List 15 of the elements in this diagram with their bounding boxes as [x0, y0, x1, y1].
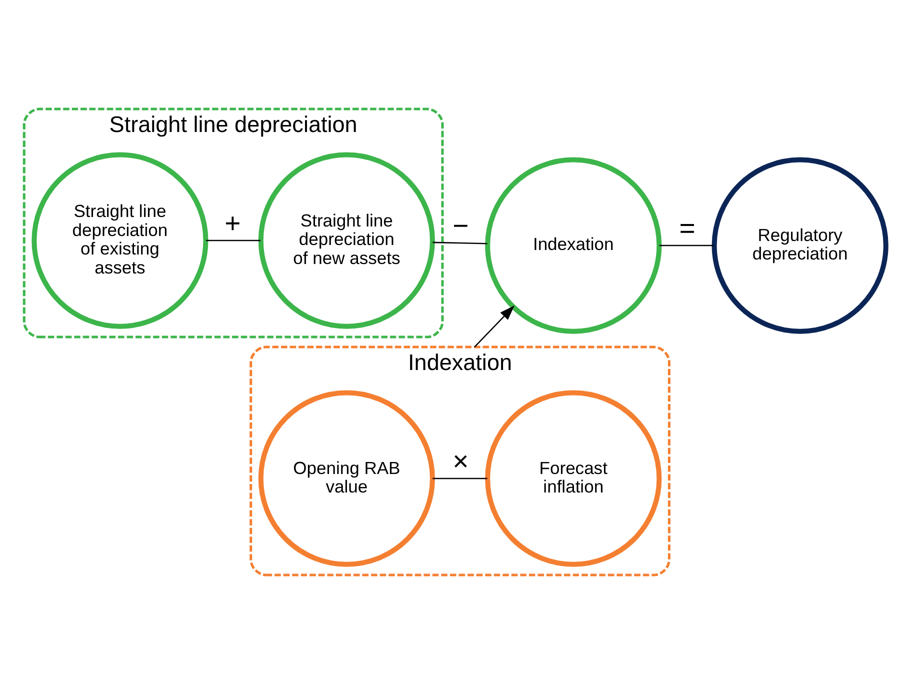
connector [658, 244, 714, 246]
edge-label: + [224, 207, 240, 238]
edge-label: = [678, 212, 695, 244]
connector [432, 241, 487, 244]
node-circle: Indexation [484, 156, 662, 334]
arrow [474, 304, 514, 347]
node-circle: Straight line depreciation of existing assets [31, 152, 208, 328]
node-circle: Straight line depreciation of new assets [258, 152, 434, 328]
node-circle: Opening RAB value [258, 390, 434, 566]
connector [432, 477, 487, 479]
node-circle: Forecast inflation [484, 390, 662, 566]
node-circle: Regulatory depreciation [711, 156, 888, 334]
connector [205, 239, 260, 241]
edge-label: − [452, 210, 468, 241]
edge-label: × [452, 445, 468, 476]
